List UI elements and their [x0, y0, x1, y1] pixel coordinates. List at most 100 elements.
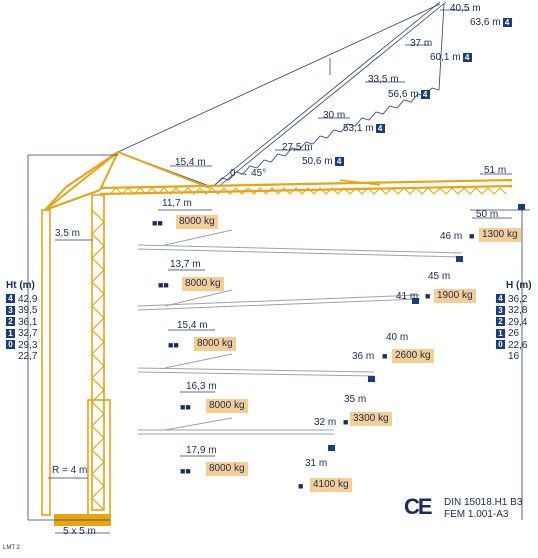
h-value: 16 [508, 351, 520, 362]
base-size-label: 5 x 5 m [63, 526, 96, 537]
mode-badge: 4 [502, 17, 512, 27]
config-length-3: 15,4 m [177, 320, 208, 331]
tip-load-5: 4100 kg [310, 478, 352, 492]
hook-icon: ■■ [152, 218, 163, 228]
hook-icon: ■■ [180, 466, 191, 476]
extra-radius-3: 35 m [344, 394, 367, 405]
extra-radius-4: 31 m [305, 458, 328, 469]
luffing-height-value: 53,1 m [343, 123, 374, 134]
ht-title: Ht (m) [6, 280, 35, 291]
ht-value: 29,3 [18, 339, 38, 351]
h-title: H (m) [506, 280, 532, 291]
standards: DIN 15018.H1 B3 FEM 1.001-A3 [444, 497, 522, 521]
hook-icon: ■ [425, 291, 431, 301]
hook-icon: ■■ [180, 402, 191, 412]
ce-mark: CE [404, 494, 433, 519]
h-value: 32,8 [508, 305, 528, 316]
extra-radius-2: 40 m [386, 332, 409, 343]
ht-row: 22,7 [6, 351, 37, 363]
extra-radius-1: 45 m [428, 271, 451, 282]
footer-code: LMT 2 [3, 545, 20, 551]
hook-icon: ■■ [158, 280, 169, 290]
mode-badge: 4 [496, 294, 505, 304]
config-load-4: 8000 kg [206, 399, 248, 413]
mode-badge: 2 [496, 317, 505, 327]
h-value: 36,2 [508, 293, 528, 305]
mode-badge: 2 [6, 317, 15, 327]
luffing-radius-3: 33,5 m [368, 74, 399, 85]
h-value: 26 [508, 328, 520, 339]
standard-fem: FEM 1.001-A3 [444, 509, 509, 520]
luffing-height-value: 56,6 m [388, 89, 419, 100]
config-length-5: 17,9 m [186, 445, 217, 456]
angle-label: 0 → 45° [230, 168, 267, 179]
luffing-radius-5: 27,5 m [282, 142, 313, 153]
mode-badge: 1 [6, 328, 15, 338]
mode-badge: 0 [496, 340, 505, 350]
dimension-lines [27, 9, 530, 534]
mode-badge: 0 [6, 340, 15, 350]
luffing-radius-4: 30 m [323, 110, 346, 121]
tip-radius-3: 41 m [396, 291, 419, 302]
mode-badge: 4 [6, 294, 15, 304]
config-load-5: 8000 kg [206, 462, 248, 476]
ht-value: 32,7 [18, 328, 38, 339]
config-length-1: 11,7 m [162, 198, 192, 209]
base-radius-label: R = 4 m [52, 465, 88, 476]
tip-radius-5: 32 m [314, 417, 337, 428]
mode-badge: 3 [6, 305, 15, 315]
hook-icon: ■ [343, 417, 349, 427]
tip-radius-2: 46 m [440, 231, 463, 242]
tip-load-1: 1300 kg [479, 228, 521, 242]
luffing-radius-1: 40,5 m [450, 3, 481, 14]
tip-load-2: 1900 kg [434, 289, 476, 303]
luffing-height-value: 63,6 m [470, 17, 501, 28]
mode-badge: 4 [334, 156, 344, 166]
luffing-height-value: 60,1 m [430, 52, 461, 63]
h-value: 29,4 [508, 316, 528, 328]
mode-badge: 1 [496, 328, 505, 338]
min-radius-label: 3,5 m [55, 228, 81, 239]
hook-blocks [328, 204, 525, 451]
hook-icon: ■ [298, 481, 304, 491]
h-row: 16 [496, 351, 532, 363]
main-jib-length: 51 m [484, 165, 507, 176]
alt-jib-lines [137, 229, 463, 435]
tip-radius-1: 50 m [476, 209, 499, 220]
standard-din: DIN 15018.H1 B3 [444, 497, 523, 508]
mode-badge: 3 [496, 305, 505, 315]
ht-value: 39,5 [18, 305, 38, 316]
hook-icon: ■■ [168, 340, 179, 350]
config-load-2: 8000 kg [182, 277, 224, 291]
ht-value: 42,9 [18, 293, 38, 305]
tip-load-3: 2600 kg [392, 349, 434, 363]
tower-structure [41, 151, 513, 526]
config-load-3: 8000 kg [194, 337, 236, 351]
tip-load-4: 3300 kg [350, 412, 392, 426]
config-length-2: 13,7 m [170, 259, 201, 270]
mode-badge: 4 [375, 123, 385, 133]
mode-badge: 4 [420, 89, 430, 99]
hook-icon: ■ [469, 231, 475, 241]
hook-icon: ■ [382, 351, 388, 361]
luffing-radius-2: 37 m [410, 38, 433, 49]
mode-badge: 4 [462, 52, 472, 62]
